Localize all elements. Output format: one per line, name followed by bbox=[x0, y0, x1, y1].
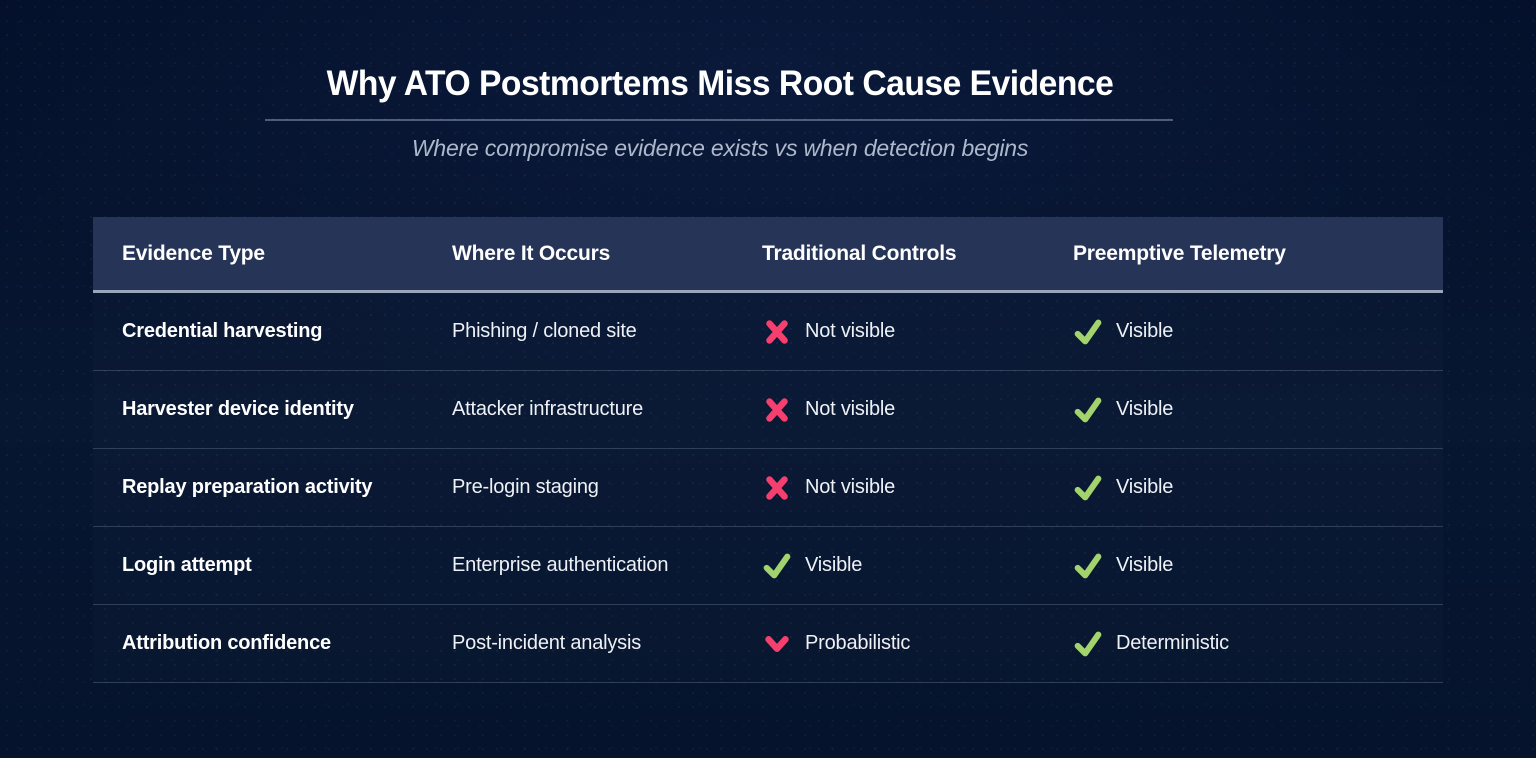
status-label: Visible bbox=[1116, 476, 1174, 498]
check-icon bbox=[1073, 473, 1103, 503]
evidence-type-cell: Replay preparation activity bbox=[122, 476, 373, 498]
preemptive-telemetry-cell: Visible bbox=[1073, 551, 1472, 581]
traditional-controls-cell: Not visible bbox=[762, 395, 1073, 425]
status-label: Visible bbox=[1116, 554, 1174, 576]
preemptive-telemetry-cell: Visible bbox=[1073, 317, 1472, 347]
status-label: Probabilistic bbox=[805, 632, 911, 654]
table-row: Credential harvesting Phishing / cloned … bbox=[93, 293, 1443, 371]
traditional-controls-cell: Visible bbox=[762, 551, 1073, 581]
status-label: Not visible bbox=[805, 398, 896, 420]
preemptive-telemetry-cell: Visible bbox=[1073, 473, 1472, 503]
title-divider bbox=[265, 119, 1173, 121]
check-icon bbox=[1073, 395, 1103, 425]
traditional-controls-cell: Probabilistic bbox=[762, 629, 1073, 659]
check-icon bbox=[1073, 551, 1103, 581]
status-label: Visible bbox=[805, 554, 863, 576]
preemptive-telemetry-cell: Deterministic bbox=[1073, 629, 1472, 659]
column-header-evidence-type: Evidence Type bbox=[122, 241, 265, 265]
where-it-occurs-cell: Post-incident analysis bbox=[452, 632, 642, 654]
column-header-where-it-occurs: Where It Occurs bbox=[452, 241, 611, 265]
status-label: Deterministic bbox=[1116, 632, 1229, 654]
check-icon bbox=[762, 551, 792, 581]
cross-icon bbox=[762, 317, 792, 347]
evidence-type-cell: Login attempt bbox=[122, 554, 252, 576]
cross-icon bbox=[762, 473, 792, 503]
status-label: Not visible bbox=[805, 320, 896, 342]
evidence-table: Evidence Type Where It Occurs Traditiona… bbox=[93, 217, 1443, 683]
where-it-occurs-cell: Enterprise authentication bbox=[452, 554, 669, 576]
status-label: Visible bbox=[1116, 398, 1174, 420]
page-subtitle: Where compromise evidence exists vs when… bbox=[411, 135, 1029, 161]
traditional-controls-cell: Not visible bbox=[762, 317, 1073, 347]
evidence-type-cell: Harvester device identity bbox=[122, 398, 354, 420]
table-header-row: Evidence Type Where It Occurs Traditiona… bbox=[93, 217, 1443, 293]
table-row: Replay preparation activity Pre-login st… bbox=[93, 449, 1443, 527]
status-label: Not visible bbox=[805, 476, 896, 498]
where-it-occurs-cell: Attacker infrastructure bbox=[452, 398, 644, 420]
where-it-occurs-cell: Phishing / cloned site bbox=[452, 320, 637, 342]
cross-icon bbox=[762, 395, 792, 425]
traditional-controls-cell: Not visible bbox=[762, 473, 1073, 503]
column-header-traditional-controls: Traditional Controls bbox=[762, 241, 957, 265]
table-row: Attribution confidence Post-incident ana… bbox=[93, 605, 1443, 683]
chevron-down-icon bbox=[762, 629, 792, 659]
table-row: Login attempt Enterprise authentication … bbox=[93, 527, 1443, 605]
check-icon bbox=[1073, 317, 1103, 347]
status-label: Visible bbox=[1116, 320, 1174, 342]
evidence-type-cell: Attribution confidence bbox=[122, 632, 331, 654]
evidence-type-cell: Credential harvesting bbox=[122, 320, 323, 342]
column-header-preemptive-telemetry: Preemptive Telemetry bbox=[1073, 241, 1286, 265]
page-title: Why ATO Postmortems Miss Root Cause Evid… bbox=[326, 64, 1114, 103]
table-row: Harvester device identity Attacker infra… bbox=[93, 371, 1443, 449]
where-it-occurs-cell: Pre-login staging bbox=[452, 476, 599, 498]
check-icon bbox=[1073, 629, 1103, 659]
preemptive-telemetry-cell: Visible bbox=[1073, 395, 1472, 425]
